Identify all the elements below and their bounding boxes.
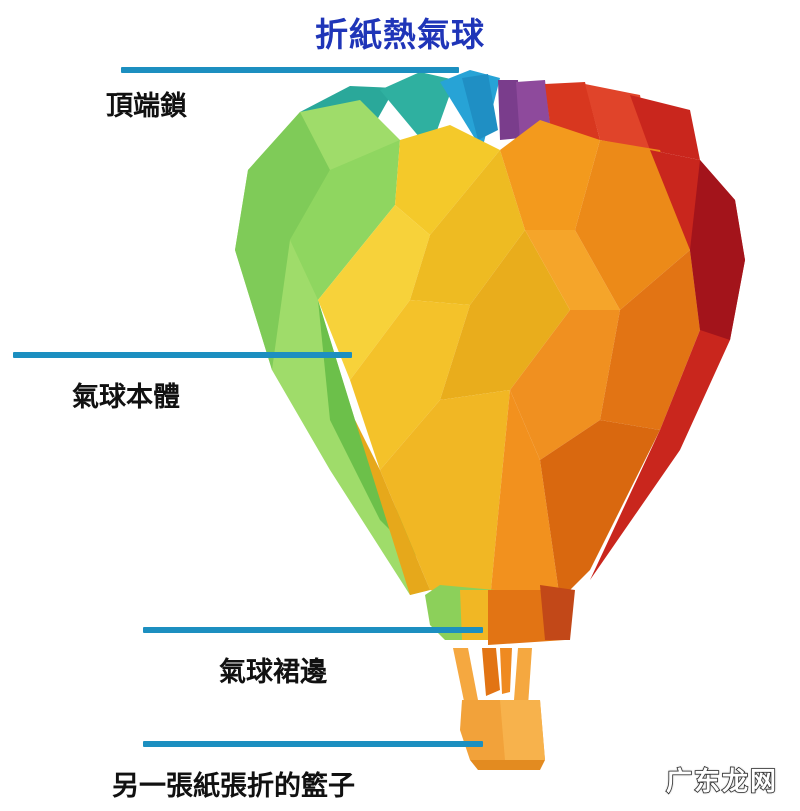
leader-line-balloon-body: [13, 352, 352, 358]
label-balloon-body: 氣球本體: [72, 382, 180, 413]
label-top-lock: 頂端鎖: [106, 91, 187, 122]
page-title: 折紙熱氣球: [315, 15, 485, 54]
label-balloon-skirt: 氣球裙邊: [219, 657, 327, 688]
label-basket: 另一張紙張折的籃子: [112, 771, 355, 802]
leader-line-balloon-skirt: [143, 627, 483, 633]
watermark: 广东龙网: [665, 766, 779, 798]
balloon-skirt: [425, 585, 575, 645]
leader-line-top-lock: [121, 67, 459, 73]
balloon-body: [235, 100, 745, 600]
leader-line-basket: [143, 741, 483, 747]
basket: [453, 648, 545, 770]
